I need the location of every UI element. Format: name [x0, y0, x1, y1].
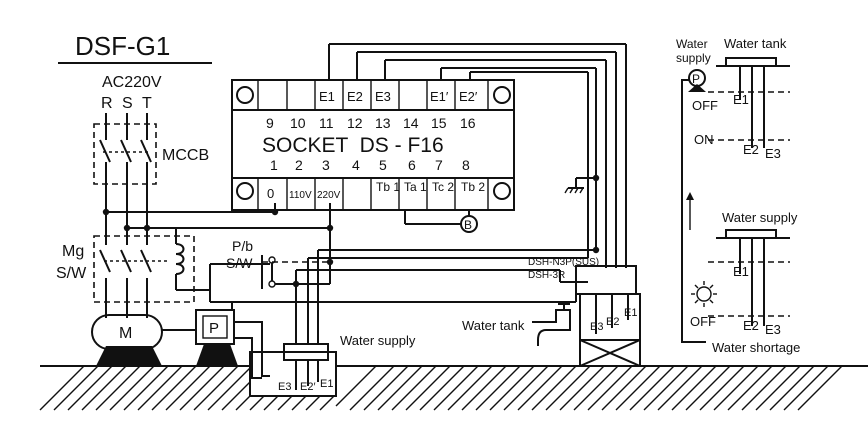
pin-11: 11	[319, 115, 334, 131]
mccb-box	[93, 123, 157, 185]
sensor-box	[575, 265, 637, 295]
socket-model: SOCKET DS - F16	[262, 134, 444, 157]
panel-e3-label: E3	[765, 146, 781, 161]
supply-pump-label: P	[692, 72, 700, 86]
mg-label: Mg	[62, 243, 84, 260]
water-supply-label-1: Water	[676, 37, 708, 51]
socket-bottom-terminals	[257, 178, 489, 210]
control-wiring	[106, 203, 331, 291]
sump-e1-label: E1	[320, 378, 333, 390]
panel-water-shortage-label: Water shortage	[712, 340, 800, 355]
terminal-tb1: Tb 1	[376, 180, 400, 194]
sump-tank	[249, 351, 337, 397]
phase-r: R	[101, 95, 113, 112]
sump-sensor-head	[283, 343, 329, 361]
panel-lamp-off-label: OFF	[690, 314, 716, 329]
socket-hole-bl	[236, 182, 254, 200]
magnetic-switch-contacts	[99, 249, 170, 273]
pin-2: 2	[295, 157, 303, 173]
sensor-model-1: DSH-N3P(SUS)	[528, 257, 599, 268]
pin-5: 5	[379, 157, 387, 173]
electrode-wiring-tank	[328, 43, 627, 268]
pin-4: 4	[352, 157, 360, 173]
water-tank-label: Water tank	[462, 318, 525, 333]
panel-sensor-head-bottom	[725, 229, 777, 239]
mccb-label: MCCB	[162, 147, 209, 164]
panel-e3-b-label: E3	[765, 322, 781, 337]
lamp-icon	[691, 281, 717, 307]
socket-top-e1: E1	[319, 89, 335, 104]
sw-label: S/W	[56, 265, 87, 282]
pin-3: 3	[322, 157, 330, 173]
pb-sw-label: S/W	[226, 255, 253, 271]
tank-e2-label: E2	[606, 316, 619, 328]
socket-hole-tr	[493, 86, 511, 104]
panel-off-label: OFF	[692, 98, 718, 113]
faucet-icon	[532, 309, 571, 346]
panel-tank-title: Water tank	[724, 36, 787, 51]
terminal-ta1: Ta 1	[404, 180, 427, 194]
socket-hole-br	[493, 182, 511, 200]
pin-10: 10	[290, 115, 306, 131]
pin-8: 8	[462, 157, 470, 173]
pin-13: 13	[375, 115, 391, 131]
pin-1: 1	[270, 157, 278, 173]
phase-wires	[105, 113, 148, 318]
supply-voltage: AC220V	[102, 74, 162, 91]
contactor-coil	[175, 243, 185, 275]
water-supply-label-2: supply	[676, 51, 711, 65]
pin-9: 9	[266, 115, 274, 131]
pin-6: 6	[408, 157, 416, 173]
electrode-wiring-sump	[209, 249, 596, 345]
pump-base	[196, 344, 238, 366]
socket-hole-tl	[236, 86, 254, 104]
phase-s: S	[122, 95, 133, 112]
sump-e3-label: E3	[278, 381, 291, 393]
socket-top-e2: E2	[347, 89, 363, 104]
panel-e2-b-label: E2	[743, 318, 759, 333]
pin-12: 12	[347, 115, 363, 131]
sump-e2-label: E2′	[300, 381, 316, 393]
motor-label: M	[119, 325, 132, 342]
ground-icon	[564, 177, 596, 194]
socket-top-terminals	[257, 80, 489, 110]
magnetic-switch-box	[93, 235, 195, 303]
tank-e1-label: E1	[624, 307, 637, 319]
pin-14: 14	[403, 115, 419, 131]
diagram-title: DSF-G1	[75, 31, 170, 61]
mccb-contacts	[99, 139, 152, 163]
pin-7: 7	[435, 157, 443, 173]
panel-e2-label: E2	[743, 142, 759, 157]
panel-loop-line	[681, 79, 706, 343]
sensor-model-2: DSH-3R	[528, 270, 565, 281]
socket-top-e2-prime: E2′	[459, 89, 478, 104]
tank-e3-label: E3	[590, 321, 603, 333]
phase-t: T	[142, 95, 152, 112]
panel-e1-b-label: E1	[733, 264, 749, 279]
ground-hatching	[39, 365, 843, 411]
pin-16: 16	[460, 115, 476, 131]
terminal-tb2: Tb 2	[461, 180, 485, 194]
motor-base	[96, 346, 162, 366]
socket-top-e1-prime: E1′	[430, 89, 449, 104]
bell-label: B	[464, 218, 472, 232]
pump-outlet-pipe	[234, 321, 270, 377]
panel-e1-label: E1	[733, 92, 749, 107]
terminal-tc2: Tc 2	[432, 180, 454, 194]
terminal-220v: 220V	[317, 190, 341, 201]
pin-15: 15	[431, 115, 447, 131]
terminal-0: 0	[267, 186, 274, 201]
terminal-110v: 110V	[289, 190, 312, 201]
pushbutton-switch	[261, 228, 331, 289]
tank-stand	[570, 339, 650, 367]
socket-top-e3: E3	[375, 89, 391, 104]
panel-on-label: ON	[694, 132, 714, 147]
elevated-tank	[579, 293, 641, 341]
pb-label: P/b	[232, 238, 253, 254]
water-supply-sump-label: Water supply	[340, 333, 416, 348]
panel-water-supply-title: Water supply	[722, 210, 798, 225]
panel-sensor-head-top	[725, 57, 777, 67]
pump-label: P	[209, 320, 219, 337]
